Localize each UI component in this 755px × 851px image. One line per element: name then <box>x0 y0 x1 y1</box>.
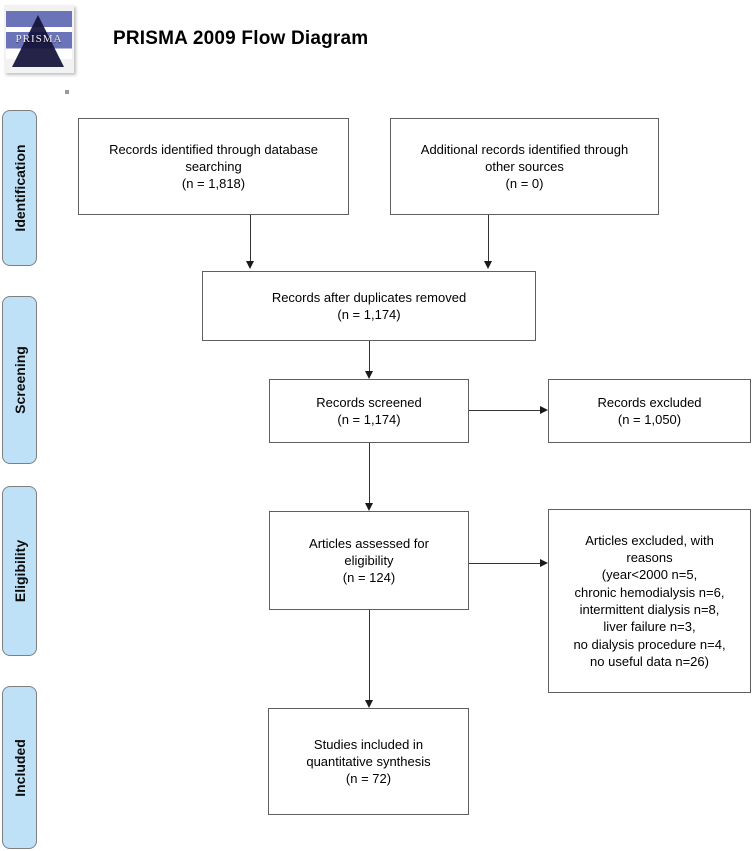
stage-label-identification: Identification <box>2 110 37 266</box>
box-articles-excluded-line1: Articles excluded, with <box>585 532 714 548</box>
box-records-excluded: Records excluded (n = 1,050) <box>548 379 751 443</box>
connector-screened-to-eligibility <box>369 443 370 503</box>
arrowhead-eligibility-to-included <box>365 700 373 708</box>
box-articles-excluded-reason2: chronic hemodialysis n=6, <box>574 584 725 600</box>
box-eligibility-assessed-count: (n = 124) <box>342 570 396 586</box>
stage-label-screening: Screening <box>2 296 37 464</box>
box-records-screened-count: (n = 1,174) <box>337 412 401 427</box>
box-database-records: Records identified through database sear… <box>78 118 349 215</box>
box-articles-excluded-reason3: intermittent dialysis n=8, <box>579 602 720 617</box>
connector-eligibility-to-included <box>369 610 370 701</box>
connector-other-to-duplicates <box>488 215 489 262</box>
box-eligibility-assessed-line1: Articles assessed for <box>309 535 429 551</box>
box-records-excluded-count: (n = 1,050) <box>617 412 682 427</box>
box-records-screened: Records screened (n = 1,174) <box>269 379 469 443</box>
box-included-studies-line1: Studies included in <box>313 736 424 752</box>
box-articles-excluded-reason4: liver failure n=3, <box>603 619 696 635</box>
box-eligibility-assessed: Articles assessed for eligibility (n = 1… <box>269 511 469 610</box>
connector-screened-to-excluded <box>469 410 541 411</box>
box-other-records-count: (n = 0) <box>505 176 544 192</box>
box-eligibility-assessed-line2: eligibility <box>344 552 394 568</box>
stage-label-identification-text: Identification <box>11 144 28 232</box>
arrowhead-screened-to-excluded <box>540 406 548 414</box>
box-articles-excluded-reason6: no useful data n=26) <box>590 653 709 669</box>
stage-label-screening-text: Screening <box>11 346 28 414</box>
box-articles-excluded-reason5: no dialysis procedure n=4, <box>573 636 726 652</box>
arrowhead-duplicates-to-screened <box>365 371 373 379</box>
box-after-duplicates-line1: Records after duplicates removed <box>271 289 467 305</box>
stage-label-included-text: Included <box>11 738 28 797</box>
arrowhead-other-to-duplicates <box>484 261 492 269</box>
arrowhead-eligibility-to-articles-excluded <box>540 559 548 567</box>
stage-label-eligibility-text: Eligibility <box>11 539 28 603</box>
stage-label-included: Included <box>2 686 37 849</box>
logo-wordmark: PRISMA <box>15 33 63 45</box>
box-database-records-line2: searching <box>185 158 242 174</box>
box-after-duplicates-count: (n = 1,174) <box>337 307 401 322</box>
logo-pyramid-icon <box>12 15 64 67</box>
connector-database-to-duplicates <box>250 215 251 262</box>
arrowhead-database-to-duplicates <box>246 261 254 269</box>
connector-duplicates-to-screened <box>369 341 370 372</box>
stray-artifact-mark <box>65 90 69 94</box>
stage-label-eligibility: Eligibility <box>2 486 37 656</box>
arrowhead-screened-to-eligibility <box>365 503 373 511</box>
box-other-records-line2: other sources <box>485 158 564 174</box>
box-articles-excluded-line2: reasons <box>626 550 673 566</box>
page-title: PRISMA 2009 Flow Diagram <box>113 28 369 49</box>
prisma-logo: PRISMA <box>4 5 74 73</box>
box-included-studies: Studies included in quantitative synthes… <box>268 708 469 815</box>
box-other-records: Additional records identified through ot… <box>390 118 659 215</box>
box-after-duplicates: Records after duplicates removed (n = 1,… <box>202 271 536 341</box>
box-included-studies-line2: quantitative synthesis <box>306 753 431 769</box>
box-articles-excluded: Articles excluded, with reasons (year<20… <box>548 509 751 693</box>
box-articles-excluded-reason1: (year<2000 n=5, <box>601 567 698 583</box>
box-records-excluded-line1: Records excluded <box>597 394 702 410</box>
box-database-records-count: (n = 1,818) <box>181 176 246 192</box>
box-other-records-line1: Additional records identified through <box>420 141 629 157</box>
box-included-studies-count: (n = 72) <box>345 771 392 787</box>
box-database-records-line1: Records identified through database <box>109 141 318 157</box>
connector-eligibility-to-articles-excluded <box>469 563 541 564</box>
box-records-screened-line1: Records screened <box>316 394 422 410</box>
